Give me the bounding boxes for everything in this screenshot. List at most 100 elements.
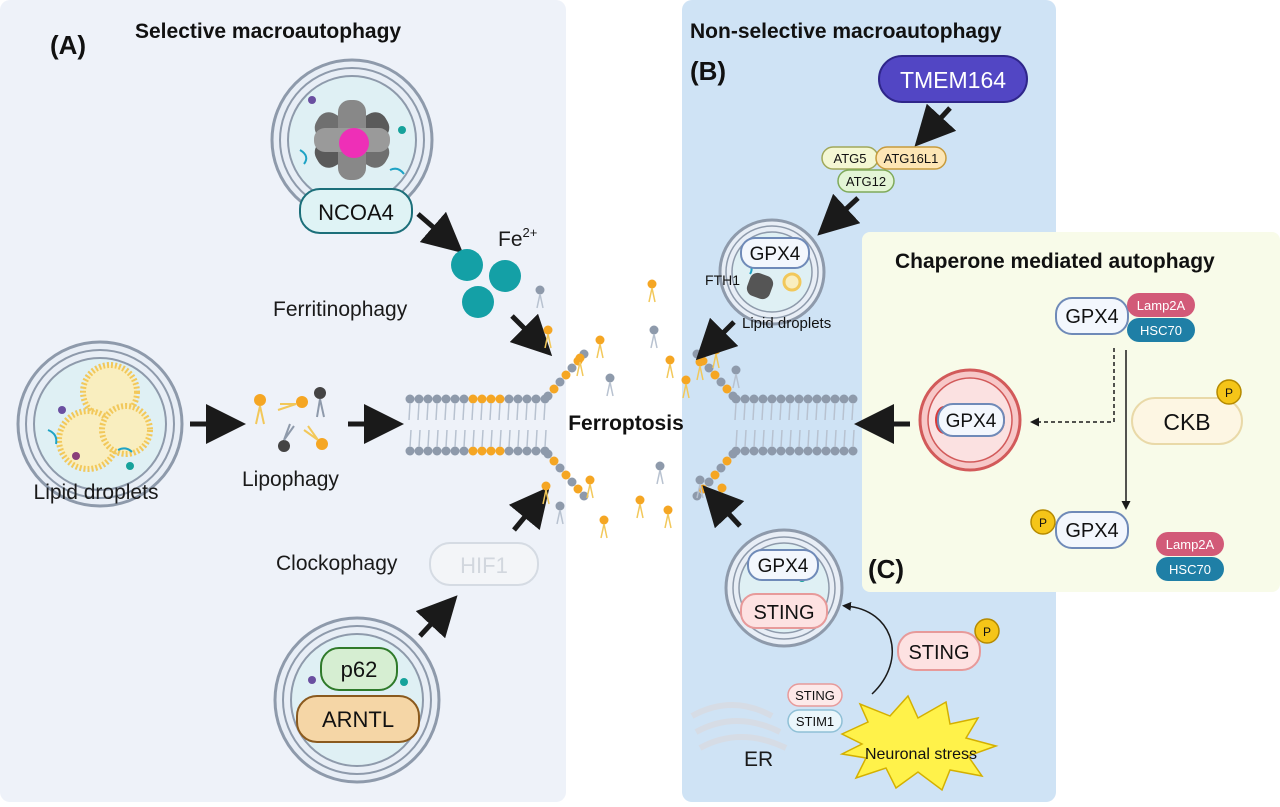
tmem164-label: TMEM164 bbox=[900, 67, 1006, 93]
lipid-tail bbox=[825, 429, 828, 448]
lipid-tail bbox=[851, 402, 854, 421]
lipid-head bbox=[704, 363, 714, 373]
lipid-tail bbox=[650, 333, 655, 349]
lipid-head bbox=[513, 446, 523, 456]
lipid-head bbox=[695, 475, 705, 485]
ferroptosis-label: Ferroptosis bbox=[568, 412, 684, 435]
lipid-head bbox=[561, 370, 571, 380]
lipid-tail bbox=[499, 429, 502, 448]
lipid-head bbox=[543, 391, 553, 401]
lipid-tail bbox=[779, 402, 782, 421]
lipid-tail bbox=[544, 333, 549, 349]
lipid-tail bbox=[498, 402, 501, 421]
lipid-head bbox=[441, 446, 451, 456]
lipid-tail bbox=[556, 509, 561, 525]
lipid-tail bbox=[743, 402, 746, 421]
panel-a-label: (A) bbox=[50, 30, 86, 60]
lipid-droplets-a-label: Lipid droplets bbox=[34, 481, 159, 504]
lipid-tail bbox=[735, 429, 738, 448]
gpx4-c-top-label: GPX4 bbox=[1065, 306, 1118, 328]
lipid-tail bbox=[426, 402, 429, 421]
sting-phospho-badge: STING P bbox=[897, 618, 1000, 671]
lipid-tail bbox=[525, 402, 528, 421]
lipid-tail bbox=[534, 402, 537, 421]
lipid-tail bbox=[508, 429, 511, 448]
lipid-head bbox=[692, 349, 702, 359]
p62-label: p62 bbox=[341, 657, 378, 682]
lipid-tail bbox=[669, 363, 674, 379]
lipid-tail bbox=[797, 402, 800, 421]
lipid-head bbox=[495, 446, 505, 456]
lipid-tail bbox=[651, 287, 656, 303]
lipid-head bbox=[803, 446, 813, 456]
p62-badge: p62 bbox=[320, 647, 398, 691]
lipid-tail bbox=[788, 402, 791, 421]
lipid-head bbox=[649, 325, 659, 335]
lipid-tail bbox=[833, 402, 836, 421]
lipid-head bbox=[549, 384, 559, 394]
gpx4-lysosome-badge: GPX4 bbox=[937, 403, 1005, 437]
lipid-tail bbox=[816, 429, 819, 448]
lipid-tail bbox=[734, 402, 737, 421]
lipid-tail bbox=[771, 429, 774, 448]
lipid-tail bbox=[648, 287, 653, 303]
lipid-head bbox=[839, 446, 849, 456]
lipid-tail bbox=[789, 429, 792, 448]
lipid-head bbox=[731, 365, 741, 375]
lipid-tail bbox=[852, 429, 855, 448]
lipid-head bbox=[711, 345, 721, 355]
gpx4-badge-sting: GPX4 bbox=[747, 549, 819, 581]
stim1-label: STIM1 bbox=[796, 714, 834, 729]
lipid-tail bbox=[682, 383, 687, 399]
ncoa4-label: NCOA4 bbox=[318, 200, 394, 225]
lipid-head bbox=[535, 285, 545, 295]
lipid-head bbox=[468, 394, 478, 404]
lipid-head bbox=[758, 394, 768, 404]
lipid-head bbox=[414, 394, 424, 404]
lipid-tail bbox=[579, 361, 584, 377]
lipid-tail bbox=[639, 503, 644, 519]
lipid-head bbox=[495, 394, 505, 404]
iron-particles bbox=[451, 249, 521, 318]
lipid-tail bbox=[606, 381, 611, 397]
er-label: ER bbox=[744, 748, 773, 771]
ferritinophagy-label: Ferritinophagy bbox=[273, 298, 408, 321]
gpx4-lysosome-label: GPX4 bbox=[946, 411, 997, 432]
lipid-head bbox=[767, 446, 777, 456]
lipid-head bbox=[543, 449, 553, 459]
lipid-tail bbox=[471, 402, 474, 421]
lipid-head bbox=[848, 394, 858, 404]
lipid-tail bbox=[761, 402, 764, 421]
arntl-badge: ARNTL bbox=[296, 695, 420, 743]
lipid-head bbox=[635, 495, 645, 505]
lipid-head bbox=[681, 375, 691, 385]
lipid-tail bbox=[559, 509, 564, 525]
lipid-tail bbox=[842, 402, 845, 421]
lipid-tail bbox=[659, 469, 664, 485]
lipid-tail bbox=[454, 429, 457, 448]
lipid-head bbox=[561, 470, 571, 480]
lipid-head bbox=[405, 446, 415, 456]
lipid-tail bbox=[589, 483, 594, 499]
arrow-sting-p-to-autophagosome bbox=[842, 601, 894, 695]
panel-b-title: Non-selective macroautophagy bbox=[690, 20, 1002, 43]
arrow-sting-autophagosome-to-ferroptosis bbox=[702, 485, 745, 529]
arntl-label: ARNTL bbox=[322, 707, 394, 732]
sting-badge: STING bbox=[740, 593, 828, 629]
lipid-head bbox=[812, 394, 822, 404]
lipid-head bbox=[522, 394, 532, 404]
arrow-autophagosome-b-to-ferroptosis bbox=[695, 317, 739, 361]
lipid-tail bbox=[526, 429, 529, 448]
lipid-tail bbox=[609, 381, 614, 397]
lipid-tail bbox=[603, 523, 608, 539]
sting-small-badge: STING bbox=[787, 683, 843, 707]
arrow-ncoa4-to-iron bbox=[416, 211, 464, 254]
arrow-tmem164-to-atg bbox=[914, 103, 957, 147]
sting-p-label: STING bbox=[908, 642, 969, 664]
lipid-tail bbox=[699, 365, 704, 381]
lipid-tail bbox=[636, 503, 641, 519]
lipid-head bbox=[803, 394, 813, 404]
lipid-tail bbox=[436, 429, 439, 448]
lipid-head bbox=[504, 446, 514, 456]
